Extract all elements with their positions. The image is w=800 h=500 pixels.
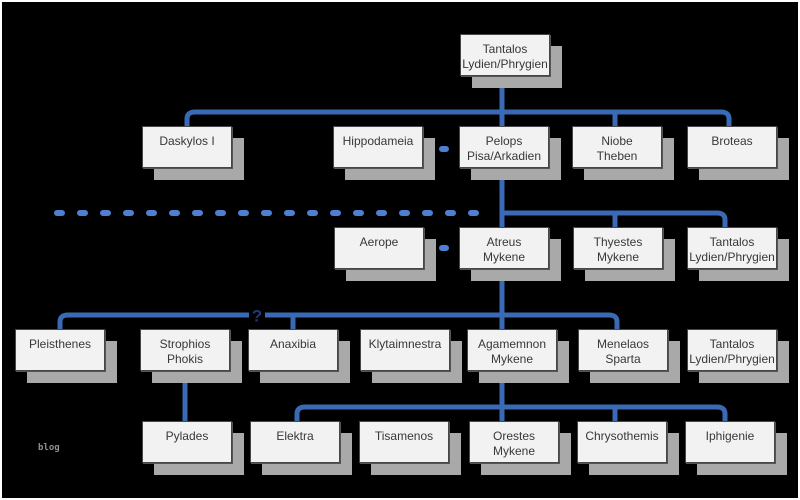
connector-gen3-rail [502,210,728,227]
node-aerope: Aerope [334,227,424,269]
node-anaxibia-label: Anaxibia [269,337,317,351]
node-pylades-label: Pylades [165,429,209,443]
node-chrysothemis: Chrysothemis [577,421,667,463]
node-iphigenie-label: Iphigenie [705,429,755,443]
node-iphigenie: Iphigenie [685,421,775,463]
node-pleisthenes-label: Pleisthenes [28,337,92,351]
watermark-text: blog [38,443,60,453]
node-anaxibia: Anaxibia [248,329,338,371]
node-chrysothemis-label: Chrysothemis [585,429,659,443]
node-orestes-label: Mykene [492,444,536,458]
node-niobe-label: Theben [596,149,638,163]
node-hippodameia-label: Hippodameia [342,134,414,148]
node-menelaos-label: Sparta [605,352,641,366]
node-tisamenos-label: Tisamenos [374,429,434,443]
node-pelops-label: Pisa/Arkadien [466,149,542,163]
node-tantalos-1-label: Tantalos [482,42,528,56]
node-agamemnon-label: Mykene [490,352,534,366]
connector-gen4-rail-left [57,312,249,329]
node-tantalos-3-label: Lydien/Phrygien [689,352,775,366]
node-orestes-label: Orestes [492,429,535,443]
node-tisamenos: Tisamenos [359,421,449,463]
node-atreus-label: Atreus [486,235,522,249]
node-tantalos-3-label: Tantalos [709,337,755,351]
node-niobe-label: Niobe [601,134,633,148]
node-broteas-label: Broteas [711,134,753,148]
node-elektra: Elektra [250,421,340,463]
node-klytaimnestra-label: Klytaimnestra [368,337,442,351]
node-atreus-label: Mykene [482,250,526,264]
node-thyestes-label: Thyestes [593,235,643,249]
node-strophios-label: Strophios [159,337,211,351]
node-tantalos-1-label: Lydien/Phrygien [462,57,548,71]
question-mark-label: ? [250,306,264,326]
node-pylades: Pylades [142,421,232,463]
node-elektra-label: Elektra [276,429,314,443]
node-agamemnon-label: Agamemnon [477,337,547,351]
node-daskylos: Daskylos I [142,126,232,168]
connector-gen2-rail [184,109,732,126]
node-pelops-label: Pelops [485,134,523,148]
node-hippodameia: Hippodameia [333,126,423,168]
node-strophios-label: Phokis [166,352,204,366]
node-aerope-label: Aerope [359,235,399,249]
node-broteas: Broteas [687,126,777,168]
connector-gen5-rail [294,404,728,421]
node-menelaos-label: Menelaos [596,337,650,351]
node-thyestes-label: Mykene [596,250,640,264]
node-klytaimnestra: Klytaimnestra [360,329,450,371]
node-tantalos-2-label: Tantalos [709,235,755,249]
connector-gen4-rail-right [265,312,620,329]
node-pleisthenes: Pleisthenes [15,329,105,371]
node-tantalos-2-label: Lydien/Phrygien [689,250,775,264]
node-daskylos-label: Daskylos I [159,134,215,148]
